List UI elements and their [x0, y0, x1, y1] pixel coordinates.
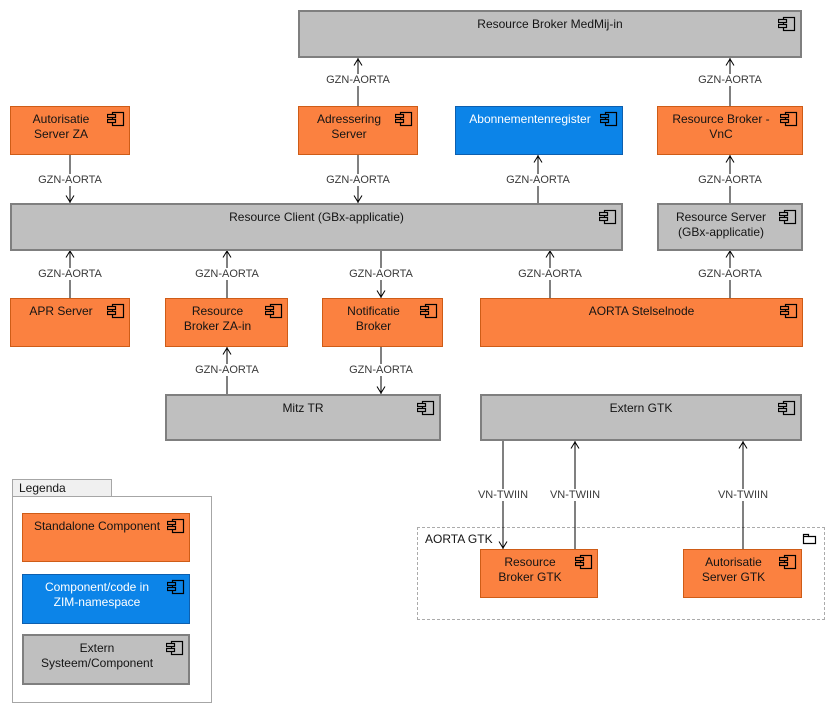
edge-resource-broker-gtk-to-extern-gtk-arrowhead [570, 441, 580, 449]
edge-stelselnode-to-resource-server-label: GZN-AORTA [695, 268, 765, 280]
component-icon [777, 400, 796, 416]
edge-stelselnode-to-resource-client-arrowhead [545, 250, 555, 258]
resource-client-label: Resource Client (GBx-applicatie) [229, 210, 404, 224]
resource-client: Resource Client (GBx-applicatie) [10, 203, 623, 251]
apr-server: APR Server [10, 298, 130, 347]
autorisatie-server-za: Autorisatie Server ZA [10, 106, 130, 155]
mitz-tr-label: Mitz TR [282, 401, 324, 415]
folder-icon [802, 533, 817, 545]
legend-standalone-component: Standalone Component [22, 513, 190, 562]
edge-mitz-tr-to-broker-za-in-arrowhead [222, 347, 232, 355]
resource-broker-vnc: Resource Broker - VnC [657, 106, 803, 155]
apr-server-label: APR Server [29, 304, 93, 318]
legend-extern-systeem-component-label: Extern Systeem/Component [40, 641, 154, 670]
component-icon [779, 303, 798, 319]
edge-resource-client-to-abonnementenregister-label: GZN-AORTA [503, 174, 573, 186]
component-icon [778, 209, 797, 225]
aorta-gtk-group: AORTA GTK [417, 527, 825, 620]
extern-gtk: Extern GTK [480, 394, 802, 441]
aorta-gtk-group-label: AORTA GTK [425, 532, 493, 546]
autorisatie-server-gtk: Autorisatie Server GTK [683, 549, 802, 598]
legend-tab: Legenda [12, 479, 112, 497]
autorisatie-server-za-label: Autorisatie Server ZA [32, 112, 90, 141]
abonnementenregister-label: Abonnementenregister [469, 112, 591, 126]
extern-gtk-label: Extern GTK [609, 401, 673, 415]
edge-resource-server-to-vnc-label: GZN-AORTA [695, 174, 765, 186]
edge-resource-client-to-abonnementenregister-arrowhead [533, 155, 543, 163]
mitz-tr: Mitz TR [165, 394, 441, 441]
resource-broker-za-in: Resource Broker ZA-in [165, 298, 288, 347]
legend-standalone-component-label: Standalone Component [33, 519, 161, 533]
component-icon [416, 400, 435, 416]
resource-broker-vnc-label: Resource Broker - VnC [672, 112, 770, 141]
edge-broker-za-in-to-resource-client-label: GZN-AORTA [192, 268, 262, 280]
edge-adressering-server-to-resource-client-arrowhead [353, 195, 363, 203]
edge-apr-server-to-resource-client-arrowhead [65, 250, 75, 258]
component-icon [166, 518, 185, 534]
edge-apr-server-to-resource-client-label: GZN-AORTA [35, 268, 105, 280]
autorisatie-server-gtk-label: Autorisatie Server GTK [701, 555, 766, 584]
adressering-server: Adressering Server [298, 106, 418, 155]
aorta-stelselnode: AORTA Stelselnode [480, 298, 803, 347]
component-icon [394, 111, 413, 127]
adressering-server-label: Adressering Server [316, 112, 382, 141]
component-icon [106, 111, 125, 127]
edge-adressering-server-to-medmij-in-label: GZN-AORTA [323, 74, 393, 86]
component-icon [779, 111, 798, 127]
resource-broker-medmij-in: Resource Broker MedMij-in [298, 10, 802, 58]
resource-broker-za-in-label: Resource Broker ZA-in [183, 304, 252, 333]
legend-tab-label: Legenda [19, 481, 66, 495]
aorta-stelselnode-label: AORTA Stelselnode [588, 304, 695, 318]
edge-vnc-to-medmij-in-arrowhead [725, 58, 735, 66]
notificatie-broker-label: Notificatie Broker [347, 304, 400, 333]
edge-extern-gtk-to-resource-broker-gtk-arrowhead [498, 541, 508, 549]
component-icon [419, 303, 438, 319]
edge-broker-za-in-to-resource-client-arrowhead [222, 250, 232, 258]
resource-server: Resource Server (GBx-applicatie) [657, 203, 803, 251]
edge-mitz-tr-to-broker-za-in-label: GZN-AORTA [192, 364, 262, 376]
edge-resource-client-to-notificatie-broker-label: GZN-AORTA [346, 268, 416, 280]
component-icon [598, 209, 617, 225]
abonnementenregister: Abonnementenregister [455, 106, 623, 155]
edge-autorisatie-gtk-to-extern-gtk-arrowhead [738, 441, 748, 449]
edge-resource-client-to-notificatie-broker-arrowhead [376, 290, 386, 298]
edge-resource-broker-gtk-to-extern-gtk-label: VN-TWIIN [546, 489, 604, 501]
edge-adressering-server-to-medmij-in-arrowhead [353, 58, 363, 66]
resource-server-label: Resource Server (GBx-applicatie) [675, 210, 767, 239]
component-icon [264, 303, 283, 319]
component-icon [599, 111, 618, 127]
edge-notificatie-broker-to-mitz-tr-arrowhead [376, 386, 386, 394]
legend-extern-systeem-component: Extern Systeem/Component [22, 634, 190, 685]
notificatie-broker: Notificatie Broker [322, 298, 443, 347]
edge-notificatie-broker-to-mitz-tr-label: GZN-AORTA [346, 364, 416, 376]
component-icon [778, 554, 797, 570]
edge-extern-gtk-to-resource-broker-gtk-label: VN-TWIIN [474, 489, 532, 501]
edge-adressering-server-to-resource-client-label: GZN-AORTA [323, 174, 393, 186]
edge-stelselnode-to-resource-server-arrowhead [725, 250, 735, 258]
resource-broker-medmij-in-label: Resource Broker MedMij-in [477, 17, 623, 31]
component-icon [106, 303, 125, 319]
edge-resource-server-to-vnc-arrowhead [725, 155, 735, 163]
component-icon [574, 554, 593, 570]
component-icon [166, 579, 185, 595]
edge-vnc-to-medmij-in-label: GZN-AORTA [695, 74, 765, 86]
legend-component-zim-namespace-label: Component/code in ZIM-namespace [44, 580, 150, 609]
component-icon [777, 16, 796, 32]
edge-stelselnode-to-resource-client-label: GZN-AORTA [515, 268, 585, 280]
edge-autorisatie-za-to-resource-client-label: GZN-AORTA [35, 174, 105, 186]
edge-autorisatie-gtk-to-extern-gtk-label: VN-TWIIN [714, 489, 772, 501]
resource-broker-gtk-label: Resource Broker GTK [498, 555, 562, 584]
resource-broker-gtk: Resource Broker GTK [480, 549, 598, 598]
component-icon [165, 640, 184, 656]
edge-autorisatie-za-to-resource-client-arrowhead [65, 195, 75, 203]
legend-component-zim-namespace: Component/code in ZIM-namespace [22, 574, 190, 624]
